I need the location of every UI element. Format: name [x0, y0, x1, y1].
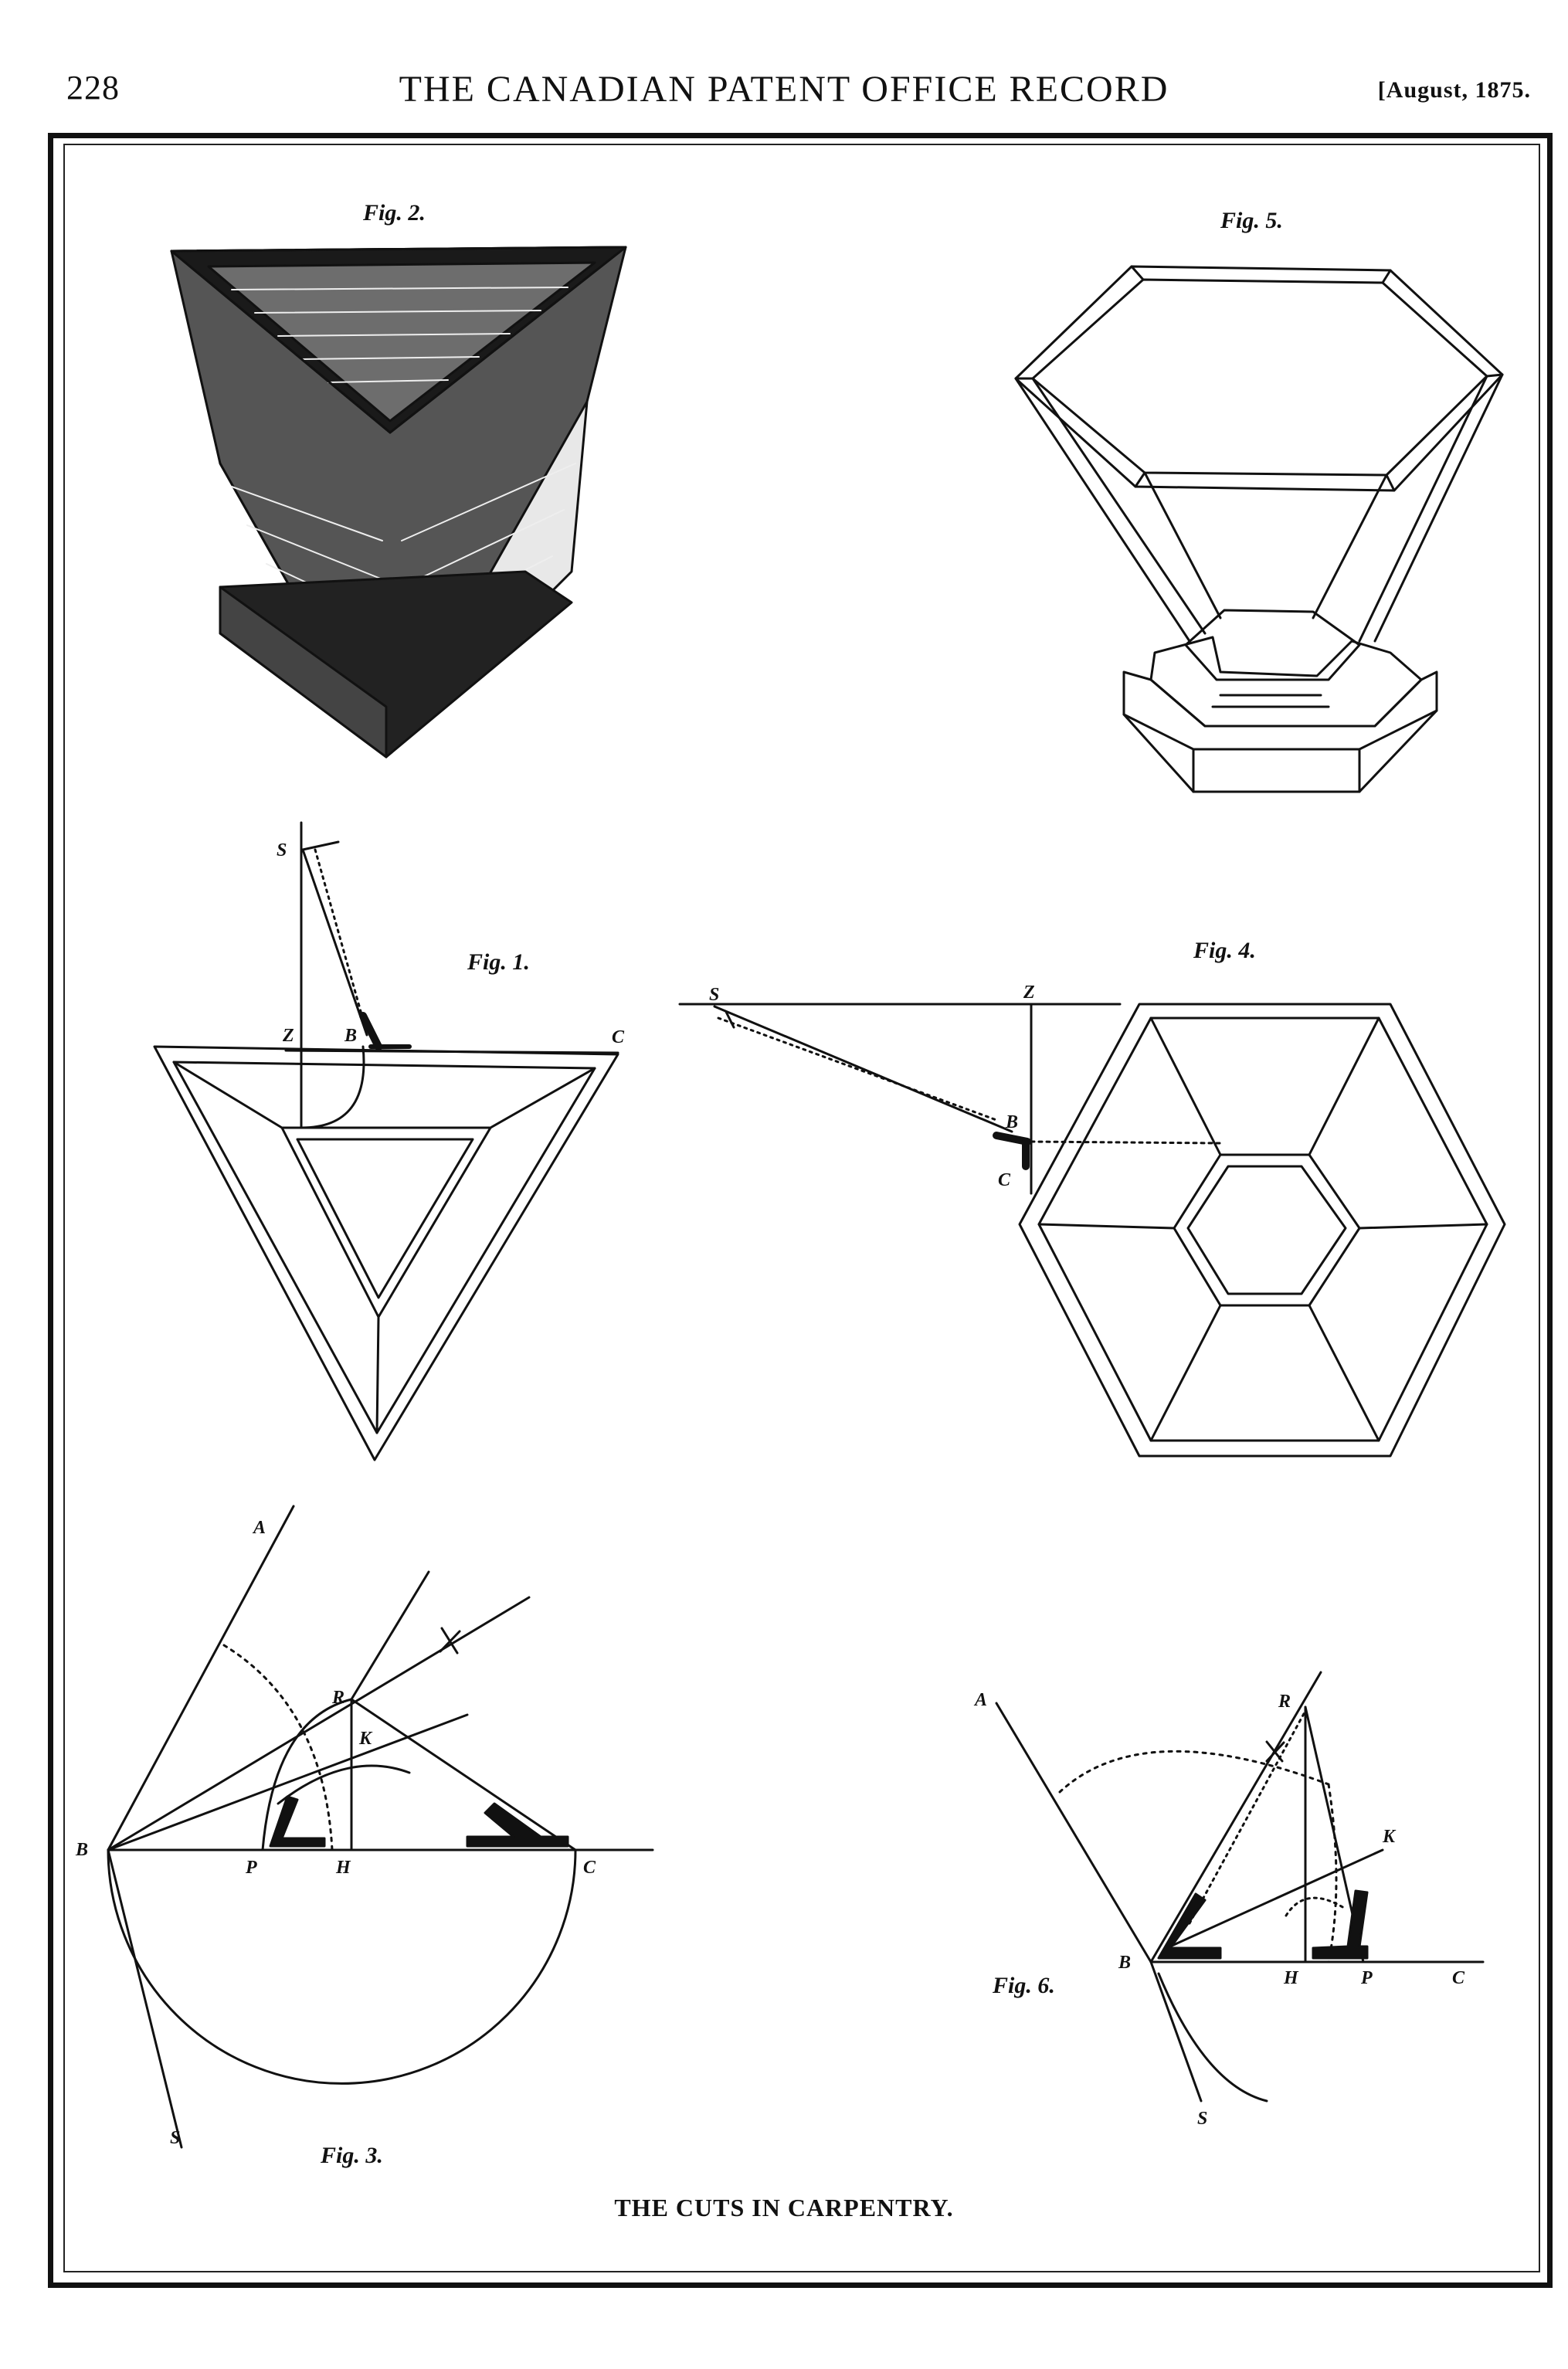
page-number: 228 — [66, 69, 120, 107]
fig4-point-b: B — [1005, 1112, 1018, 1132]
fig1-point-c: C — [612, 1027, 625, 1047]
fig2-label: Fig. 2. — [362, 200, 426, 226]
fig1-triangle-plan: S Z B C Fig. 1. — [153, 821, 625, 1461]
fig3-point-k: K — [358, 1729, 373, 1749]
fig6-point-a: A — [973, 1690, 987, 1710]
fig3-point-p: P — [245, 1858, 257, 1878]
fig3-construction: A B R K P H C S Fig. 3. — [75, 1505, 654, 2168]
fig3-point-a: A — [252, 1518, 266, 1538]
fig6-point-p: P — [1360, 1968, 1373, 1988]
fig1-point-z: Z — [282, 1026, 294, 1046]
fig6-label: Fig. 6. — [992, 1973, 1055, 1998]
fig5-label: Fig. 5. — [1220, 208, 1283, 233]
fig2-hopper-drawing: Fig. 2. — [170, 200, 627, 759]
fig3-point-s: S — [170, 2128, 180, 2148]
fig5-hexagonal-hopper-drawing: Fig. 5. — [1014, 208, 1504, 793]
fig4-label: Fig. 4. — [1193, 938, 1256, 963]
plate-caption: THE CUTS IN CARPENTRY. — [614, 2194, 954, 2221]
fig4-hexagon-plan: S Z B C Fig. 4. — [678, 938, 1506, 1458]
plate-inner-frame — [63, 144, 1540, 2272]
fig6-point-s: S — [1197, 2109, 1207, 2129]
fig6-point-k: K — [1382, 1827, 1397, 1847]
issue-date: [August, 1875. — [1377, 77, 1531, 103]
fig6-point-b: B — [1118, 1953, 1131, 1973]
fig6-point-c: C — [1452, 1968, 1465, 1988]
fig3-point-r: R — [331, 1688, 344, 1708]
journal-title: THE CANADIAN PATENT OFFICE RECORD — [399, 69, 1169, 110]
fig6-point-h: H — [1283, 1968, 1299, 1988]
fig3-point-b: B — [75, 1840, 88, 1860]
fig1-label: Fig. 1. — [467, 949, 530, 975]
plate-outer-frame — [48, 133, 1553, 2288]
fig6-construction: A R K B H P C S Fig. 6. — [973, 1671, 1485, 2129]
fig6-point-r: R — [1278, 1692, 1291, 1712]
fig4-point-s: S — [709, 985, 719, 1005]
fig1-point-s: S — [277, 840, 287, 860]
fig3-point-h: H — [335, 1858, 351, 1878]
fig3-label: Fig. 3. — [320, 2143, 383, 2168]
fig4-point-z: Z — [1023, 983, 1035, 1003]
fig1-point-b: B — [344, 1026, 357, 1046]
fig4-point-c: C — [998, 1170, 1011, 1190]
fig3-point-c: C — [583, 1858, 596, 1878]
